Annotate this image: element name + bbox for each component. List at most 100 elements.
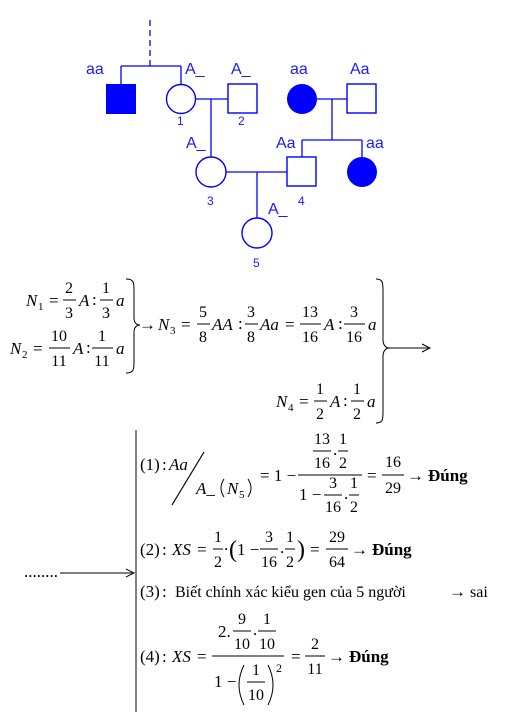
ellipsis-dots: ........ — [24, 562, 58, 581]
s1-den-d: 2 — [350, 499, 358, 516]
n3-genotype2: Aa — [259, 315, 279, 334]
n4-subscript: 4 — [288, 402, 294, 414]
s4-num-prefix: 2. — [218, 622, 231, 641]
s1-bottom-n: N — [226, 479, 240, 498]
person3-female — [195, 156, 227, 188]
n4-frac2-den: 2 — [353, 406, 361, 423]
n3-frac1-den: 8 — [199, 329, 207, 346]
individual-number: 3 — [207, 194, 214, 208]
n2-allele2: a — [116, 339, 125, 358]
s1-bottom-subscript: 5 — [239, 489, 245, 501]
s2-b-den: 2 — [286, 554, 294, 571]
person2-male — [227, 83, 258, 114]
equation-n3: → N 3 = 5 8 AA : 3 8 Aa = 13 16 A : 3 16… — [139, 304, 377, 346]
n3-genotype1: AA — [211, 315, 233, 334]
s1-top-genotype: Aa — [168, 455, 188, 474]
genotype-labels: aa A_ A_ aa Aa A_ Aa aa A_ — [86, 61, 384, 218]
s1-num-b: 16 — [314, 455, 330, 472]
s2-a-num: 3 — [265, 529, 273, 546]
equation-n1: N 1 = 2 3 A : 1 3 a — [25, 280, 125, 322]
n3-frac2-num: 3 — [247, 304, 255, 321]
equation-n2: N 2 = 10 11 A : 1 11 a — [9, 328, 125, 370]
s1-arrow: → — [407, 466, 424, 485]
n3-symbol: N — [157, 315, 171, 334]
s4-den-one-minus: 1 − — [214, 672, 236, 691]
genotype-label: A_ — [186, 135, 207, 152]
s1-den-a: 3 — [329, 475, 337, 492]
individual-number: 4 — [298, 194, 305, 208]
n4-separator: : — [343, 391, 348, 410]
n1-symbol: N — [25, 291, 39, 310]
s2-paren-close: ) — [297, 537, 305, 563]
n3-frac3-num: 13 — [302, 304, 318, 321]
s3-text: Biết chính xác kiểu gen của 5 người — [175, 584, 406, 601]
s1-result-den: 29 — [385, 480, 401, 497]
individual-numbers: 1 2 3 4 5 — [177, 114, 305, 270]
statement-3: (3) : Biết chính xác kiểu gen của 5 ngườ… — [140, 582, 488, 601]
s4-den-paren-open — [238, 664, 245, 706]
right-brace-n3-n4 — [375, 278, 390, 424]
statement-4: (4) : XS = 2. 9 10 . 1 10 1 − 1 10 2 = 2… — [140, 611, 389, 706]
pedigree-chart: aa A_ A_ aa Aa A_ Aa aa A_ 1 2 3 4 5 — [86, 20, 384, 270]
s2-label: (2) — [140, 540, 160, 559]
s2-one-minus: 1 − — [237, 540, 259, 559]
n3-subscript: 3 — [170, 325, 176, 337]
s1-num-a: 13 — [314, 431, 330, 448]
n1-equals: = — [49, 291, 59, 310]
n3-equals: = — [181, 315, 191, 334]
genotype-label: Aa — [276, 135, 296, 152]
person1-female — [165, 83, 197, 115]
s1-paren-close — [247, 478, 252, 498]
s4-verdict: Đúng — [349, 647, 389, 666]
s2-result-den: 64 — [329, 554, 345, 571]
calculations: N 1 = 2 3 A : 1 3 a N 2 = 10 11 A : 1 11… — [9, 278, 488, 712]
s4-result-num: 2 — [311, 636, 319, 653]
s4-num-c: 1 — [263, 611, 271, 628]
n1-separator: : — [92, 290, 97, 309]
s1-slash — [171, 451, 205, 506]
n2-separator: : — [86, 338, 91, 357]
n4-symbol: N — [275, 392, 289, 411]
n1-frac2-den: 3 — [102, 305, 110, 322]
n4-frac1-num: 1 — [316, 381, 324, 398]
s1-result-num: 16 — [385, 454, 401, 471]
individual-number: 2 — [238, 114, 245, 128]
s4-num-b: 10 — [234, 636, 250, 653]
n2-allele1: A — [72, 339, 84, 358]
n1-allele2: a — [116, 291, 125, 310]
n3-separator1: : — [238, 314, 243, 333]
genotype-label: aa — [366, 135, 384, 152]
s1-label: (1) — [140, 455, 160, 474]
n2-frac1-den: 11 — [51, 353, 66, 370]
s2-verdict: Đúng — [372, 540, 412, 559]
s4-colon: : — [162, 647, 167, 666]
s1-num-d: 2 — [339, 455, 347, 472]
pedigree-lines — [120, 20, 363, 218]
person5-female — [241, 217, 273, 249]
s1-equals2: = — [367, 466, 377, 485]
person4-male — [286, 156, 317, 187]
n2-frac2-den: 11 — [94, 353, 109, 370]
s2-result-num: 29 — [329, 529, 345, 546]
s4-den-b: 10 — [248, 687, 264, 704]
s1-num-dot: . — [333, 440, 337, 459]
n2-subscript: 2 — [22, 349, 28, 361]
genotype-label: A_ — [268, 201, 289, 218]
gen1-male-right — [346, 83, 377, 114]
n1-frac1-num: 2 — [65, 280, 73, 297]
s4-arrow: → — [328, 647, 345, 666]
n3-frac4-num: 3 — [350, 304, 358, 321]
genotype-label: Aa — [350, 61, 370, 78]
n1-frac2-num: 1 — [102, 280, 110, 297]
s3-label: (3) — [140, 582, 160, 601]
s2-xs: XS — [171, 540, 191, 559]
n2-equals: = — [33, 339, 43, 358]
s4-equals2: = — [291, 647, 301, 666]
s3-colon: : — [162, 582, 167, 601]
n3-equals2: = — [285, 315, 295, 334]
s1-equals-one-minus: = 1 − — [260, 466, 296, 485]
s2-dot: . — [224, 535, 228, 554]
s4-num-d: 10 — [259, 636, 275, 653]
s4-label: (4) — [140, 647, 160, 666]
